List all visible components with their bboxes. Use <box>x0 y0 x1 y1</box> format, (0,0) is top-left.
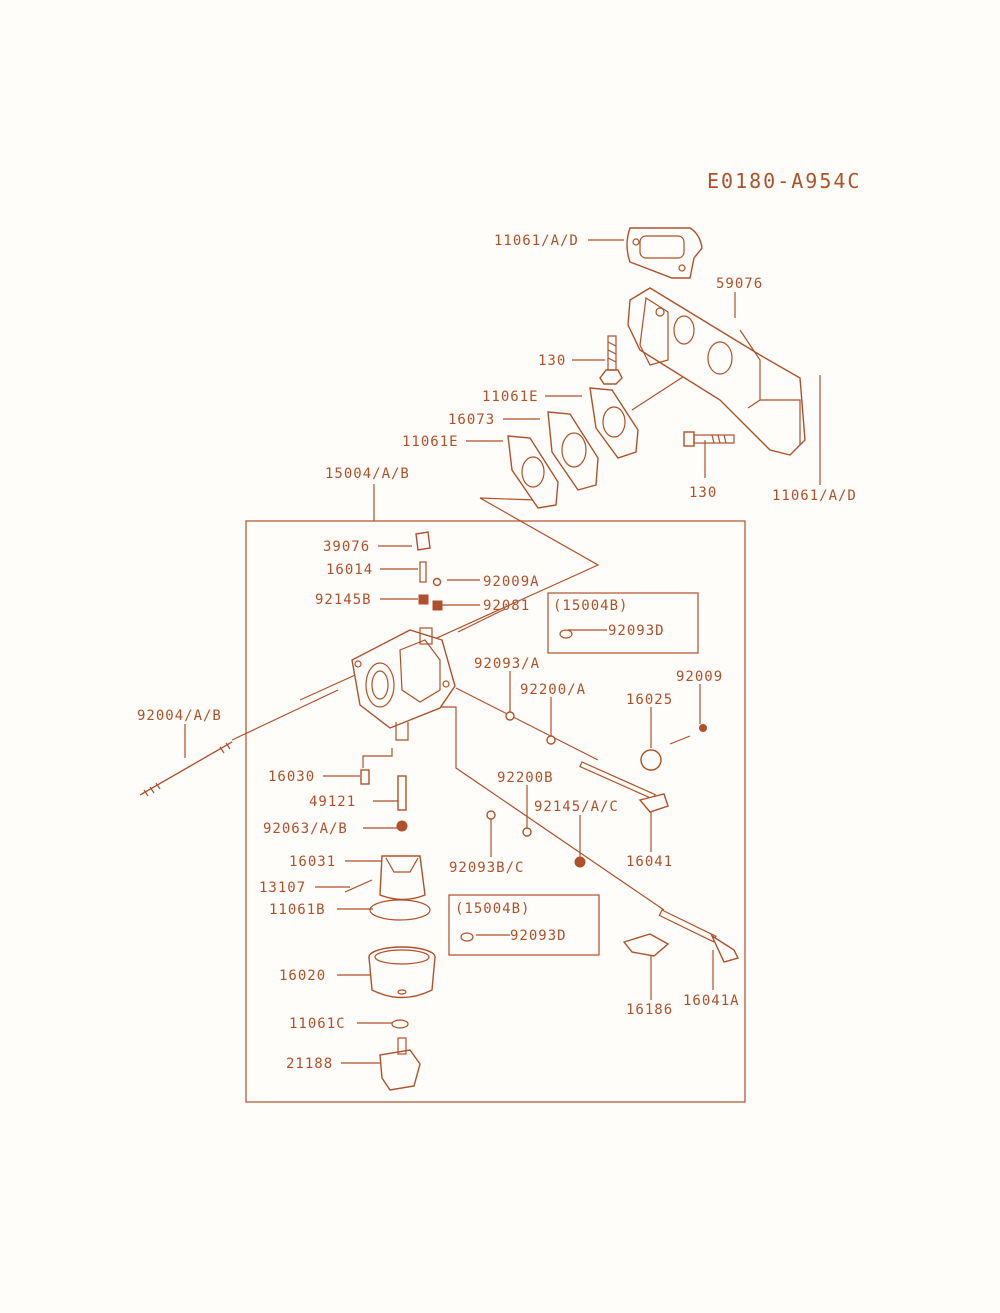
label-92200b: 92200B <box>497 770 554 786</box>
label-16041a: 16041A <box>683 993 740 1009</box>
label-11061-a-d-right: 11061/A/D <box>772 488 857 504</box>
label-11061b: 11061B <box>269 902 326 918</box>
label-49121: 49121 <box>309 794 356 810</box>
label-11061c: 11061C <box>289 1016 346 1032</box>
inset-2-part: 92093D <box>510 928 567 944</box>
stud-92004 <box>139 741 233 797</box>
small-parts-throttle <box>486 711 707 868</box>
diagram-code: E0180-A954C <box>707 169 861 193</box>
label-16031: 16031 <box>289 854 336 870</box>
label-16014: 16014 <box>326 562 373 578</box>
label-16041: 16041 <box>626 854 673 870</box>
label-130-top: 130 <box>538 353 566 369</box>
part-labels: 11061/A/D 59076 130 11061E 16073 11061E … <box>137 233 857 1072</box>
label-16186: 16186 <box>626 1002 673 1018</box>
label-130-bottom: 130 <box>689 485 717 501</box>
bowl-16020 <box>368 946 436 999</box>
top-gasket <box>626 227 703 279</box>
inset-box-1 <box>547 592 699 654</box>
label-92145-a-c: 92145/A/C <box>534 799 619 815</box>
leader-lines <box>184 239 821 1064</box>
inset-2-title: (15004B) <box>455 901 530 917</box>
label-11061e-1: 11061E <box>482 389 539 405</box>
cap-21188 <box>379 1037 421 1091</box>
gasket-11061e-upper <box>589 387 639 459</box>
inset-1-title: (15004B) <box>553 598 628 614</box>
label-39076: 39076 <box>323 539 370 555</box>
inset-1-part: 92093D <box>608 623 665 639</box>
label-16020: 16020 <box>279 968 326 984</box>
inset-box-2 <box>448 894 600 956</box>
label-92009: 92009 <box>676 669 723 685</box>
choke-shaft-16041a <box>658 909 740 963</box>
label-92093b-c: 92093B/C <box>449 860 524 876</box>
carburetor-body <box>351 627 456 741</box>
intake-manifold <box>627 287 806 456</box>
label-92081: 92081 <box>483 598 530 614</box>
float-16031 <box>344 855 426 901</box>
bolt-130-top <box>599 335 623 385</box>
gasket-11061e-lower <box>507 435 559 509</box>
label-92063-a-b: 92063/A/B <box>263 821 348 837</box>
label-21188: 21188 <box>286 1056 333 1072</box>
bolt-130-bottom <box>683 431 735 447</box>
label-11061-a-d-top: 11061/A/D <box>494 233 579 249</box>
label-13107: 13107 <box>259 880 306 896</box>
label-16030: 16030 <box>268 769 315 785</box>
spacer-16073 <box>547 411 599 491</box>
washer-11061c <box>391 1019 409 1029</box>
label-92145b: 92145B <box>315 592 372 608</box>
label-11061e-2: 11061E <box>402 434 459 450</box>
label-92200-a: 92200/A <box>520 682 586 698</box>
label-16073: 16073 <box>448 412 495 428</box>
label-16025: 16025 <box>626 692 673 708</box>
label-92004-a-b: 92004/A/B <box>137 708 222 724</box>
label-92009a: 92009A <box>483 574 540 590</box>
oring-11061b <box>369 899 431 921</box>
label-92093-a: 92093/A <box>474 656 540 672</box>
jet-parts <box>360 769 408 832</box>
label-15004-a-b: 15004/A/B <box>325 466 410 482</box>
label-59076: 59076 <box>716 276 763 292</box>
small-parts-top <box>415 531 443 611</box>
choke-plate-16186 <box>622 933 670 957</box>
carburetor-assembly-box <box>245 520 746 1103</box>
